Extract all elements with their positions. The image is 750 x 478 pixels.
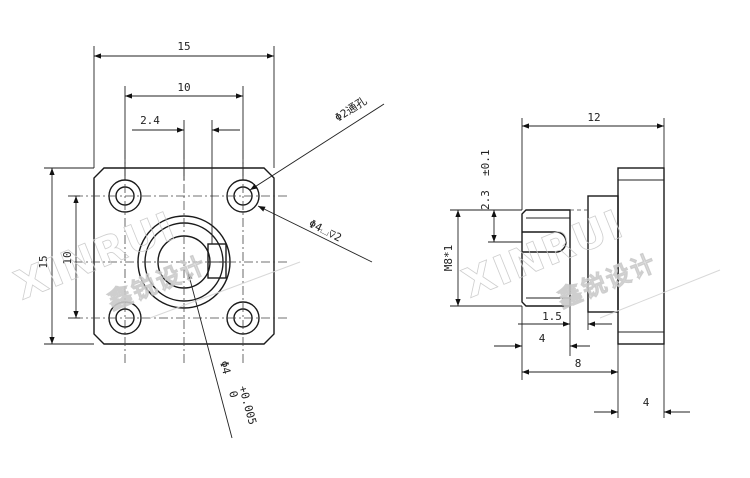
pin-slot [522, 231, 567, 253]
dim-overall-width: 15 [177, 40, 190, 53]
dim-pin-height: 2.3 [479, 190, 492, 210]
dim-hole-spacing: 10 [177, 81, 190, 94]
front-view: 15 10 2.4 15 10 Φ2通孔 Φ4⌴⊽2 Φ4 +0.005 0 [37, 40, 385, 439]
dim-pin-tol: ±0.1 [479, 150, 492, 177]
watermark-right: XINRUI 鑫锐设计 [456, 201, 721, 319]
note-counterbore: Φ4⌴⊽2 [307, 217, 344, 244]
dim-step: 1.5 [542, 310, 562, 323]
plate-outline [93, 167, 275, 345]
dim-keyway: 2.4 [140, 114, 160, 127]
note-bore: Φ4 [217, 359, 233, 376]
dim-thread: M8*1 [442, 245, 455, 272]
dim-length: 12 [587, 111, 600, 124]
side-view: 12 M8*1 2.3 ±0.1 1.5 4 8 4 [442, 111, 690, 418]
dim-body: 8 [575, 357, 582, 370]
dim-overall-height: 15 [37, 255, 50, 268]
note-bore-tol-lower: 0 [226, 389, 240, 399]
dim-flange: 4 [643, 396, 650, 409]
dim-boss: 4 [539, 332, 546, 345]
body-step [587, 195, 619, 313]
note-through-hole: Φ2通孔 [333, 94, 370, 124]
dim-height-spacing: 10 [61, 251, 74, 264]
